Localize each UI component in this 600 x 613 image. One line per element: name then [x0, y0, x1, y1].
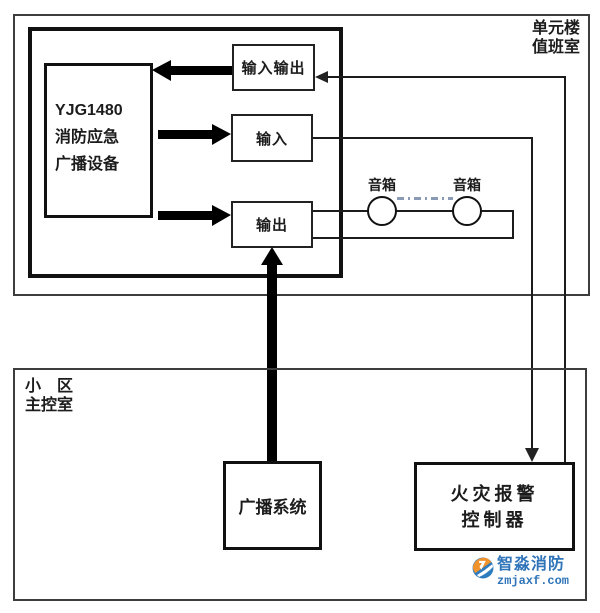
wire-input-to-fire-vertical: [531, 138, 533, 449]
broadcast-system-label: 广播系统: [238, 498, 307, 517]
speaker-2-label: 音箱: [453, 177, 481, 193]
control-room-section-box: [13, 368, 587, 601]
output-port-label: 输出: [255, 217, 288, 234]
speaker-2: [452, 196, 482, 226]
broadcast-system-box: 广播系统: [223, 461, 322, 550]
speaker-1: [367, 196, 397, 226]
fire-alarm-controller-label: 火灾报警 控制器: [450, 483, 539, 530]
io-port-box: 输入输出: [232, 44, 315, 91]
device-box: [44, 63, 153, 218]
arrow-broadcast-to-output-shaft: [267, 265, 277, 461]
arrow-device-to-input-shaft: [158, 130, 213, 139]
duty-room-label: 单元楼 值班室: [531, 20, 580, 56]
io-port-label: 输入输出: [241, 60, 306, 77]
speaker-link-wire: [396, 210, 453, 212]
wire-input-to-fire-arrowhead: [525, 448, 539, 462]
speaker-return-wire: [313, 237, 514, 239]
wire-fire-to-io-vertical: [564, 77, 566, 462]
arrow-io-to-device-shaft: [171, 66, 232, 75]
input-port-box: 输入: [231, 114, 313, 162]
input-port-label: 输入: [255, 130, 288, 148]
logo-name: 智淼消防: [497, 556, 566, 573]
logo: 智淼消防 zmjaxf.com: [472, 557, 569, 587]
speaker-continuation-dashdot-wire: [397, 197, 453, 200]
duty-room-section-box: [13, 14, 590, 296]
equipment-panel-box: [28, 27, 343, 278]
wire-input-to-fire-horizontal: [313, 137, 533, 139]
logo-url: zmjaxf.com: [497, 574, 570, 588]
wire-fire-to-io-arrowhead: [315, 71, 328, 83]
arrow-device-to-output-head: [212, 205, 231, 226]
output-port-box: 输出: [231, 201, 313, 248]
speaker-1-label: 音箱: [368, 177, 396, 193]
control-room-label: 小 区 主控室: [25, 378, 74, 414]
arrow-broadcast-to-output-head: [261, 247, 283, 265]
device-label: YJG1480 消防应急 广播设备: [55, 102, 123, 173]
speaker-wire-right: [481, 210, 514, 212]
arrow-device-to-output-shaft: [158, 211, 213, 220]
arrow-device-to-input-head: [212, 124, 231, 145]
speaker-wire-left: [313, 210, 368, 212]
arrow-io-to-device-head: [152, 60, 171, 81]
fire-alarm-controller-box: 火灾报警 控制器: [414, 462, 575, 551]
wire-fire-to-io-horizontal: [327, 76, 566, 78]
speaker-wire-right-vertical: [512, 211, 514, 239]
logo-icon: [472, 557, 494, 579]
